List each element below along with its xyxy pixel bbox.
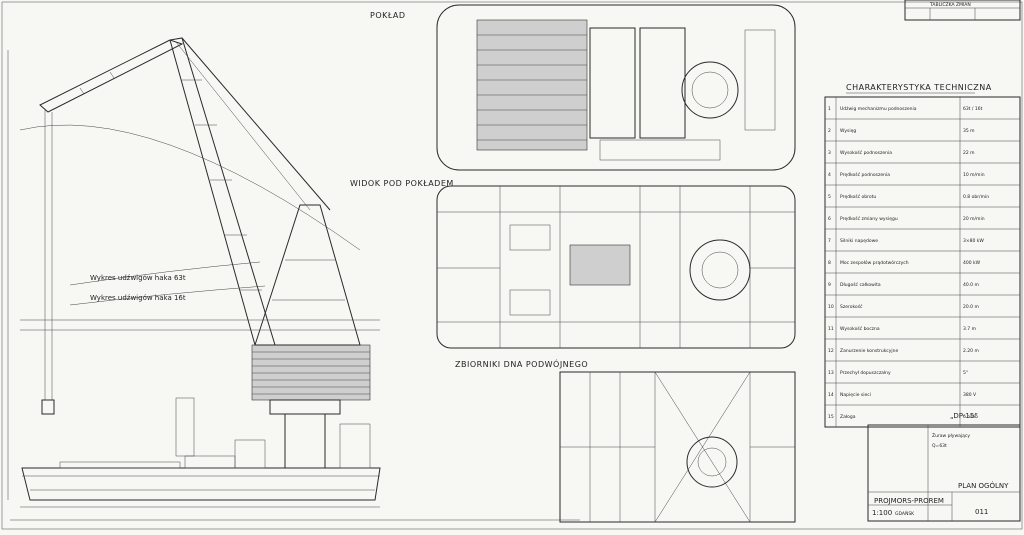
hook-63-chart-label: Wykres udźwigów haka 63t bbox=[90, 274, 186, 282]
deck-plan bbox=[436, 4, 796, 171]
machinery-house bbox=[251, 344, 371, 401]
drawing-title: PLAN OGÓLNY bbox=[958, 481, 1009, 490]
char-row-value: 3×80 kW bbox=[963, 238, 984, 244]
char-row-value: 0.8 obr/min bbox=[963, 194, 989, 200]
char-row-text: Załoga bbox=[840, 414, 856, 420]
title-block: PROJMORS-PROREM GDAŃSK 1:100 Żuraw pływa… bbox=[867, 424, 1021, 522]
deck-cargo-area bbox=[476, 19, 588, 151]
char-row-value: 22 m bbox=[963, 150, 975, 156]
char-row-text: Udźwig mechanizmu podnoszenia bbox=[840, 105, 917, 112]
char-row-value: 40.0 m bbox=[963, 282, 979, 288]
double-bottom-heading: ZBIORNIKI DNA PODWÓJNEGO bbox=[455, 358, 588, 369]
below-deck-plan bbox=[436, 185, 796, 349]
char-row-value: 35 m bbox=[963, 128, 975, 134]
char-row-value: 3.7 m bbox=[963, 326, 976, 332]
crane-slewing-ring bbox=[681, 61, 739, 119]
char-row-number: 13 bbox=[828, 370, 834, 376]
char-row-number: 14 bbox=[828, 392, 834, 398]
char-row-value: 10 m/min bbox=[963, 172, 985, 178]
char-row-number: 10 bbox=[828, 304, 834, 310]
drawing-scale: 1:100 bbox=[872, 509, 892, 517]
char-row-value: 20.0 m bbox=[963, 304, 979, 310]
char-row-number: 12 bbox=[828, 348, 834, 354]
char-row-text: Szerokość bbox=[840, 303, 863, 310]
char-row-number: 3 bbox=[828, 150, 831, 156]
char-row-value: 380 V bbox=[963, 392, 977, 398]
char-row-value: 20 m/min bbox=[963, 216, 985, 222]
char-row-number: 8 bbox=[828, 260, 831, 266]
char-row-text: Długość całkowita bbox=[840, 281, 881, 288]
below-deck-heading: WIDOK POD POKŁADEM bbox=[350, 179, 454, 188]
char-row-value: 63t / 16t bbox=[963, 106, 983, 112]
char-row-value: 6 osób bbox=[963, 413, 978, 420]
crane-boom bbox=[169, 37, 276, 346]
char-row-number: 11 bbox=[828, 326, 834, 332]
sheet-number: 011 bbox=[975, 508, 988, 516]
char-row-number: 5 bbox=[828, 194, 831, 200]
char-row-number: 7 bbox=[828, 238, 831, 244]
char-row-text: Napięcie sieci bbox=[840, 392, 871, 398]
char-row-value: 400 kW bbox=[963, 260, 981, 266]
char-row-text: Zanurzenie konstrukcyjne bbox=[840, 348, 899, 354]
char-row-number: 1 bbox=[828, 106, 831, 112]
tech-char-heading: CHARAKTERYSTYKA TECHNICZNA bbox=[846, 83, 992, 92]
object-name: Żuraw pływający bbox=[932, 432, 970, 439]
char-row-text: Moc zespołów prądotwórczych bbox=[840, 259, 909, 266]
char-row-text: Silniki napędowe bbox=[840, 238, 878, 244]
char-row-text: Prędkość podnoszenia bbox=[840, 171, 890, 178]
char-row-number: 6 bbox=[828, 216, 831, 222]
char-row-text: Przechył dopuszczalny bbox=[840, 370, 891, 376]
char-row-number: 2 bbox=[828, 128, 831, 134]
char-row-value: 5° bbox=[963, 370, 968, 376]
char-row-number: 15 bbox=[828, 414, 834, 420]
char-row-value: 2.20 m bbox=[963, 348, 979, 354]
hook-16-chart-label: Wykres udźwigów haka 16t bbox=[90, 294, 186, 302]
char-row-text: Prędkość obrotu bbox=[840, 193, 876, 200]
char-row-text: Wysokość boczna bbox=[840, 325, 880, 332]
char-row-text: Wysięg bbox=[840, 128, 856, 134]
char-row-text: Prędkość zmiany wysięgu bbox=[840, 215, 898, 222]
side-view: Wykres udźwigów haka 63t Wykres udźwigów… bbox=[7, 37, 381, 508]
char-row-number: 4 bbox=[828, 172, 831, 178]
company-city: GDAŃSK bbox=[895, 510, 915, 517]
char-row-number: 9 bbox=[828, 282, 831, 288]
crane-capacity: Q=63t bbox=[932, 443, 947, 449]
company-name: PROJMORS-PROREM bbox=[874, 497, 944, 505]
double-bottom-plan bbox=[559, 371, 796, 523]
char-row-text: Wysokość podnoszenia bbox=[840, 149, 892, 156]
hook-block bbox=[41, 399, 55, 415]
svg-text:TABLICZKA ZMIAN: TABLICZKA ZMIAN bbox=[929, 2, 971, 8]
changes-table: TABLICZKA ZMIAN bbox=[904, 0, 1021, 21]
tech-char-table: 1 Udźwig mechanizmu podnoszenia 63t / 16t 2… bbox=[824, 96, 1021, 428]
deck-heading: POKŁAD bbox=[370, 11, 406, 20]
dp-designation: „DP-15” bbox=[950, 412, 978, 420]
